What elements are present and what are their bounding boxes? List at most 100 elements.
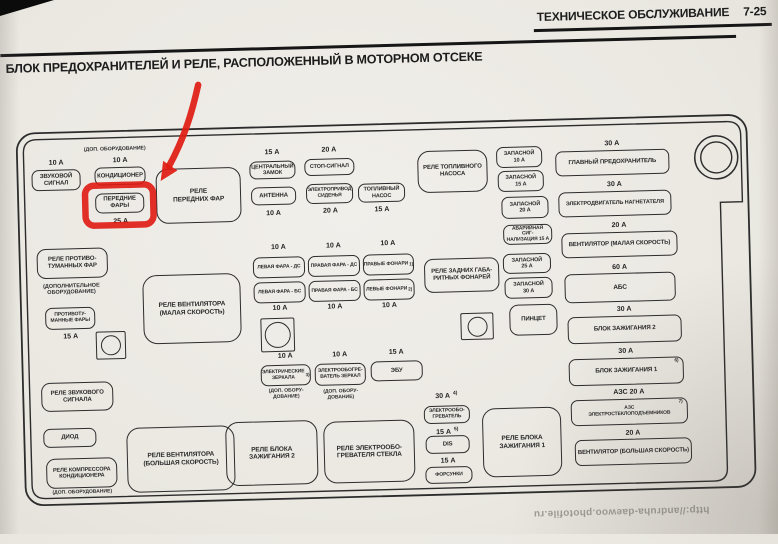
- footnote-marker-4: 4): [452, 390, 458, 397]
- footnote-marker-6: 6): [674, 358, 679, 364]
- option-note-fog: (ДОПОЛНИТЕЛЬНОЕ ОБОРУДОВАНИЕ): [42, 282, 100, 297]
- relay-fan-high-speed: РЕЛЕ ВЕНТИЛЯТОРА (БОЛЬШАЯ СКОРОСТЬ): [126, 425, 236, 493]
- amp-label-ignition-block-1: 30 А: [618, 347, 634, 356]
- fuse-electric-mirrors-label: ЭЛЕКТРИЧЕСКИЕ ЗЕРКАЛА: [261, 368, 305, 381]
- relay-socket-2: [260, 317, 296, 353]
- fuse-ignition-block-1: БЛОК ЗАЖИГАНИЯ 1 6): [568, 356, 685, 387]
- fuse-horn: ЗВУКОВОЙ СИГНАЛ: [31, 169, 81, 192]
- relay-fog-lamps: РЕЛЕ ПРОТИВО- ТУМАННЫХ ФАР: [36, 247, 109, 280]
- relay-front-headlights: РЕЛЕ ПЕРЕДНИХ ФАР: [155, 166, 242, 225]
- watermark: http://andruha-daewoo.photofile.ru: [533, 503, 710, 520]
- relay-glass-heater: РЕЛЕ ЭЛЕКТРООБО- ГРЕВАТЕЛЯ СТЕКЛА: [323, 419, 416, 484]
- amp-label-stop-signal: 20 А: [321, 146, 337, 154]
- fuse-central-lock: ЦЕНТРАЛЬНЫЙ ЗАМОК: [249, 160, 296, 180]
- diode: ДИОД: [43, 427, 97, 449]
- fuse-spare-25: ЗАПАСНОЙ 25 А: [502, 252, 552, 275]
- fuse-spare-15: ЗАПАСНОЙ 15 А: [497, 169, 545, 193]
- amp-label-mirror-heater: 10 А: [332, 351, 348, 359]
- amp-label-aircon: 10 А: [112, 156, 128, 165]
- fuse-left-lamps-label: ЛЕВЫЕ ФОНАРИ: [365, 285, 408, 293]
- fuse-spare-20: ЗАПАСНОЙ 20 А: [501, 195, 549, 220]
- fuse-left-lamps: ЛЕВЫЕ ФОНАРИ 2): [363, 278, 415, 301]
- fuse-fan-low-speed: ВЕНТИЛЯТОР (МАЛАЯ СКОРОСТЬ): [561, 230, 678, 259]
- fuse-abs: АБС: [564, 271, 676, 304]
- header-section-title: ТЕХНИЧЕСКОЕ ОБСЛУЖИВАНИЕ: [536, 5, 730, 25]
- mounting-hole-inner-icon: [700, 141, 733, 174]
- amp-label-horn: 10 А: [48, 159, 64, 167]
- fuse-power-windows: АЗС ЭЛЕКТРОСТЕКЛОПОДЪЕМНИКОВ 7): [570, 397, 689, 427]
- amp-label-ecu: 15 А: [388, 348, 404, 357]
- relay-fuel-pump: РЕЛЕ ТОПЛИВНОГО НАСОСА: [416, 149, 489, 194]
- annotation-arrow: [166, 81, 202, 169]
- footnote-marker-2: 2): [408, 286, 413, 292]
- fuse-fog-lamps: ПРОТИВОТУ- МАННЫЕ ФАРЫ: [44, 306, 96, 331]
- amp-label-mirrors: 10 А: [277, 352, 293, 360]
- amp-label-antenna: 10 А: [266, 209, 282, 218]
- fuse-injectors: ФОРСУНКИ: [425, 465, 473, 485]
- relay-socket-1: [95, 330, 127, 360]
- relay-rear-parking-lights: РЕЛЕ ЗАДНИХ ГАБА- РИТНЫХ ФОНАРЕЙ: [423, 257, 500, 294]
- fuse-right-headlamp-low: ПРАВАЯ ФАРА - БС: [308, 279, 361, 303]
- fuse-hazard: АВАРИЙНАЯ СИГ- НАЛИЗАЦИЯ 15 А: [502, 223, 553, 245]
- header-rule: [533, 22, 772, 32]
- fuse-mirror-heater: ЭЛЕКТРООБОГРЕ- ВАТЕЛЬ ЗЕРКАЛ: [314, 362, 367, 386]
- relay-fan-low-speed: РЕЛЕ ВЕНТИЛЯТОРА (МАЛАЯ СКОРОСТЬ): [142, 272, 242, 345]
- socket-hole-icon: [264, 321, 292, 349]
- amp-label-central-lock: 15 А: [264, 148, 280, 157]
- fuse-front-headlights: ПЕРЕДНИЕ ФАРЫ: [94, 192, 145, 214]
- relay-socket-3: [460, 312, 494, 341]
- fuse-spare-30: ЗАПАСНОЙ 30 А: [504, 276, 553, 299]
- fuse-heater: ЭЛЕКТРООБО- ГРЕВАТЕЛЬ: [423, 404, 471, 425]
- fuse-left-headlamp-high: ЛЕВАЯ ФАРА - ДС: [252, 256, 306, 279]
- page-number: 7-25: [743, 4, 767, 19]
- amp-label-fan-low: 20 А: [611, 221, 627, 230]
- amp-label-grid-top-3: 10 А: [380, 239, 396, 248]
- fuse-blower-motor: ЭЛЕКТРОДВИГАТЕЛЬ НАГНЕТАТЕЛЯ: [558, 189, 672, 218]
- amp-label-grid-bottom-1: 10 А: [272, 304, 288, 313]
- amp-label-fog-lamps: 15 А: [63, 333, 79, 341]
- fuse-right-lamps-label: ПРАВЫЕ ФОНАРИ: [363, 260, 409, 268]
- option-note-mirrors: (ДОП. ОБОРУ- ДОВАНИЕ): [268, 387, 304, 400]
- amp-label-power-windows: АЗС 20 А: [613, 388, 645, 397]
- fuse-right-lamps: ПРАВЫЕ ФОНАРИ 1): [362, 253, 415, 276]
- amp-label-main-fuse: 30 А: [604, 139, 620, 148]
- footnote-marker-5: 5): [453, 426, 459, 433]
- fuse-antenna: АНТЕННА: [250, 186, 297, 206]
- fuse-spare-10: ЗАПАСНОЙ 10 А: [495, 145, 543, 169]
- amp-label-grid-top-1: 10 А: [270, 243, 286, 252]
- amp-label-front-headlights: 25 А: [113, 217, 129, 226]
- relay-ignition-block-1: РЕЛЕ БЛОКА ЗАЖИГАНИЯ 1: [481, 406, 563, 478]
- amp-label-blower-motor: 30 А: [606, 180, 622, 189]
- footnote-marker-7: 7): [678, 399, 683, 405]
- amp-label-injectors: 15 А: [440, 457, 456, 465]
- fuse-right-headlamp-high: ПРАВАЯ ФАРА - ДС: [307, 254, 361, 278]
- fuse-ignition-block-2: БЛОК ЗАЖИГАНИЯ 2: [567, 314, 683, 345]
- amp-label-grid-top-2: 10 А: [325, 242, 341, 250]
- amp-label-fuel-pump: 15 А: [374, 205, 390, 214]
- amp-label-grid-bottom-3: 10 А: [382, 301, 397, 310]
- fuse-ecu: ЭБУ: [370, 360, 423, 382]
- amp-label-seat-drive: 20 А: [323, 207, 338, 215]
- relay-ac-compressor: РЕЛЕ КОМПРЕССОРА КОНДИЦИОНЕРА: [45, 457, 118, 490]
- option-note-ac-compressor: (ДОП. ОБОРУДОВАНИЕ): [52, 488, 113, 496]
- socket-hole-icon: [466, 315, 488, 337]
- relay-horn: РЕЛЕ ЗВУКОВОГО СИГНАЛА: [40, 381, 114, 413]
- option-note-mirror-heater: (ДОП. ОБОРУ- ДОВАНИЕ): [323, 387, 359, 401]
- amp-label-heater-value: 30 А: [435, 392, 451, 401]
- socket-hole-icon: [100, 335, 122, 356]
- fuse-electric-mirrors: ЭЛЕКТРИЧЕСКИЕ ЗЕРКАЛА 3): [260, 364, 312, 387]
- fuse-power-windows-label: АЗС ЭЛЕКТРОСТЕКЛОПОДЪЕМНИКОВ: [588, 405, 671, 418]
- fuse-main: ГЛАВНЫЙ ПРЕДОХРАНИТЕЛЬ: [555, 148, 670, 177]
- tweezers-slot: ПИНЦЕТ: [509, 303, 558, 336]
- relay-ignition-block-2: РЕЛЕ БЛОКА ЗАЖИГАНИЯ 2: [225, 419, 319, 487]
- mounting-hole-icon: [693, 135, 739, 180]
- footnote-marker-3: 3): [305, 372, 310, 378]
- fuse-left-headlamp-low: ЛЕВАЯ ФАРА - БС: [253, 281, 306, 304]
- fuse-air-conditioner: КОНДИЦИОНЕР: [94, 166, 146, 186]
- fuse-fuel-pump: ТОПЛИВНЫЙ НАСОС: [357, 182, 406, 203]
- amp-label-ignition-block-2: 30 А: [616, 305, 632, 314]
- fuse-seat-drive: ЭЛЕКТРОПРИВОД СИДЕНЬЯ: [305, 182, 354, 205]
- fuse-fan-high-speed: ВЕНТИЛЯТОР (БОЛЬШАЯ СКОРОСТЬ): [574, 437, 693, 467]
